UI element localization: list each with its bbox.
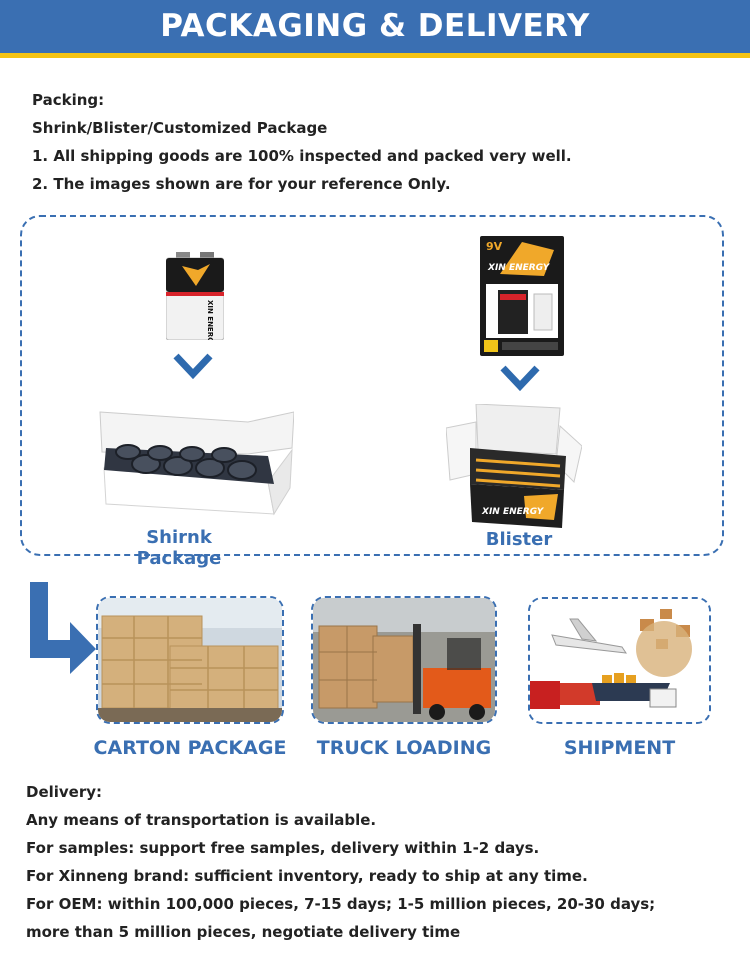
shrink-package-label: Shirnk Package bbox=[136, 527, 222, 569]
stage-label-shipment: SHIPMENT bbox=[563, 737, 676, 759]
chevron-down-icon bbox=[172, 352, 214, 380]
packing-note-1: 1. All shipping goods are 100% inspected… bbox=[32, 147, 572, 165]
chevron-down-icon bbox=[499, 364, 541, 392]
delivery-note-3: For Xinneng brand: sufficient inventory,… bbox=[26, 867, 588, 885]
packing-heading: Packing: bbox=[32, 91, 105, 109]
delivery-info: Delivery: Any means of transportation is… bbox=[26, 778, 655, 946]
stage-label-truck: TRUCK LOADING bbox=[316, 737, 492, 759]
blister-voltage: 9V bbox=[486, 240, 503, 253]
blister-label: Blister bbox=[485, 529, 553, 550]
blister-brand: XIN ENERGY bbox=[487, 263, 551, 273]
delivery-heading: Delivery: bbox=[26, 783, 103, 801]
stage-label-carton: CARTON PACKAGE bbox=[93, 737, 287, 759]
blister-box-image: XIN ENERGY bbox=[445, 403, 583, 528]
packing-info: Packing: Shrink/Blister/Customized Packa… bbox=[32, 86, 572, 198]
shrink-box-image bbox=[98, 408, 295, 518]
blister-image: 9V XIN ENERGY bbox=[480, 236, 564, 356]
arrow-down-right-icon bbox=[28, 578, 96, 674]
delivery-note-2: For samples: support free samples, deliv… bbox=[26, 839, 540, 857]
battery-image: XIN ENERGY bbox=[165, 252, 225, 349]
forklift-photo bbox=[311, 596, 497, 724]
carton-pallet-photo bbox=[96, 596, 284, 724]
package-types-panel bbox=[20, 215, 724, 556]
delivery-note-5: more than 5 million pieces, negotiate de… bbox=[26, 923, 461, 941]
header-banner: PACKAGING & DELIVERY bbox=[0, 0, 750, 58]
delivery-note-4: For OEM: within 100,000 pieces, 7-15 day… bbox=[26, 895, 656, 913]
page-title: PACKAGING & DELIVERY bbox=[160, 8, 590, 44]
delivery-note-1: Any means of transportation is available… bbox=[26, 811, 377, 829]
packing-note-2: 2. The images shown are for your referen… bbox=[32, 175, 451, 193]
transport-collage-photo bbox=[528, 597, 711, 724]
box-brand: XIN ENERGY bbox=[481, 507, 545, 517]
packing-types: Shrink/Blister/Customized Package bbox=[32, 119, 328, 137]
battery-brand: XIN ENERGY bbox=[206, 300, 214, 340]
